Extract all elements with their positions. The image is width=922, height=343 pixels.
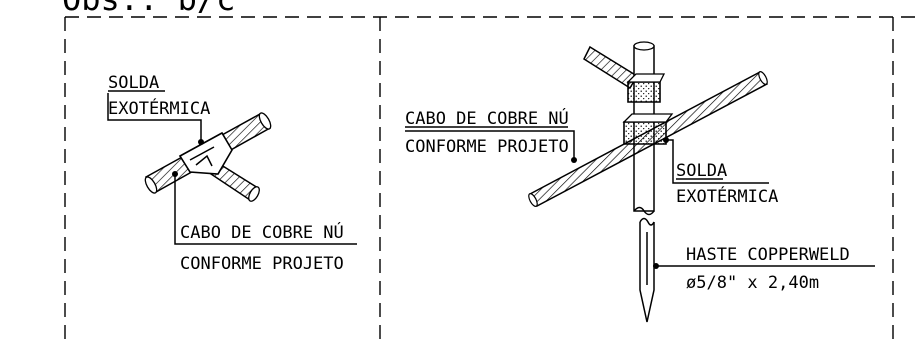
cable-label-right-line2: CONFORME PROJETO bbox=[405, 137, 569, 157]
rod-weld-illustration bbox=[528, 41, 769, 323]
cable-leader-left bbox=[172, 171, 357, 245]
weld-label-right-line2: EXOTÉRMICA bbox=[676, 185, 778, 207]
t-junction-illustration bbox=[144, 112, 272, 202]
cable-leader-right bbox=[405, 130, 577, 163]
weld-leader-right bbox=[663, 137, 769, 184]
rod-leader bbox=[653, 263, 875, 269]
weld-label-line2: EXOTÉRMICA bbox=[108, 97, 210, 119]
rod-label-line2: ø5/8" x 2,40m bbox=[686, 273, 819, 293]
weld-label-line1: SOLDA bbox=[108, 73, 159, 93]
cable-label-right-line1: CABO DE COBRE NÚ bbox=[405, 107, 569, 129]
cable-label-line2: CONFORME PROJETO bbox=[180, 254, 344, 274]
detail-frame bbox=[64, 16, 922, 343]
rod-label-line1: HASTE COPPERWELD bbox=[686, 245, 850, 265]
weld-label-right-line1: SOLDA bbox=[676, 161, 727, 181]
weld-leader bbox=[107, 93, 204, 145]
drawing-title: Obs.: b/c bbox=[62, 0, 235, 18]
cable-label-line1: CABO DE COBRE NÚ bbox=[180, 221, 344, 243]
